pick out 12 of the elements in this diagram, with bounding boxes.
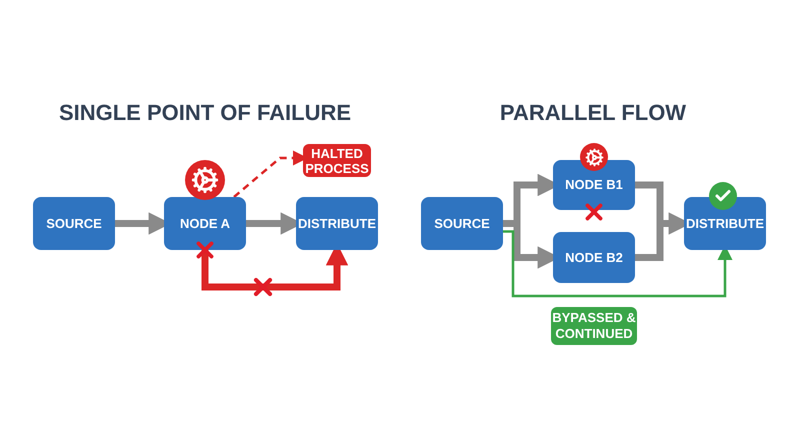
process-box: NODE A <box>164 197 246 250</box>
process-box: NODE B2 <box>553 232 635 283</box>
section-heading: SINGLE POINT OF FAILURE <box>58 99 352 127</box>
process-box: DISTRIBUTE <box>296 197 378 250</box>
process-box: DISTRIBUTE <box>684 197 766 250</box>
section-heading: PARALLEL FLOW <box>500 99 686 127</box>
process-box: SOURCE <box>33 197 115 250</box>
edge-label: BYPASSED & CONTINUED <box>551 307 637 345</box>
process-box: NODE B1 <box>553 160 635 210</box>
alert-box: HALTED PROCESS <box>303 144 371 177</box>
arrow <box>503 230 732 298</box>
process-box: SOURCE <box>421 197 503 250</box>
